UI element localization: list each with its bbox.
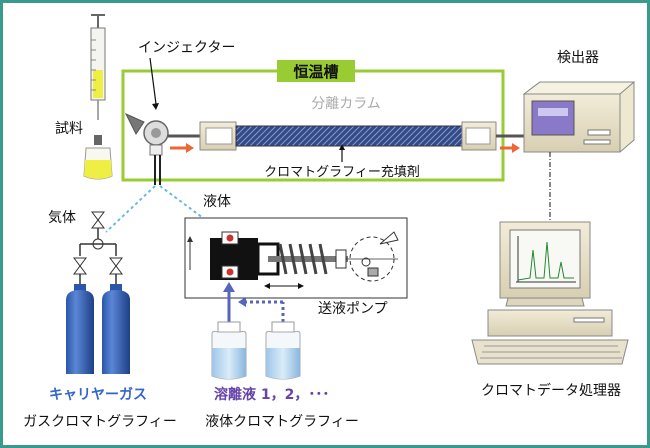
pump-label: 送液ポンプ: [318, 301, 388, 317]
injector-pointer: [149, 57, 157, 105]
gc-label: ガスクロマトグラフィー: [23, 414, 177, 430]
gas-cylinder-icon: [102, 284, 130, 374]
injector-label: インジェクター: [138, 40, 235, 56]
packing-label: クロマトグラフィー充填剤: [264, 164, 420, 180]
gas-valve-icon: [73, 211, 123, 286]
detector-icon: [522, 81, 636, 153]
sample-vial-icon: [83, 135, 113, 180]
lc-label: 液体クロマトグラフィー: [205, 414, 359, 430]
sample-label: 試料: [55, 121, 83, 137]
oven-label: 恒温槽: [293, 63, 338, 81]
liquid-link: [159, 185, 223, 233]
data-processor-label: クロマトデータ処理器: [481, 382, 621, 399]
eluent-bottle-icon: [211, 321, 247, 380]
eluent-bottle-icon: [265, 321, 301, 380]
gas-label: 気体: [48, 210, 76, 226]
injector-valve-icon: [124, 112, 205, 185]
gas-cylinder-icon: [66, 284, 94, 374]
pump-icon: [184, 217, 408, 299]
separation-column: [199, 121, 524, 151]
computer-icon: [471, 221, 629, 365]
flow-arrow-icon: [500, 143, 520, 153]
syringe-icon: [90, 14, 106, 120]
flow-arrow-icon: [170, 143, 194, 153]
liquid-label: 液体: [203, 194, 231, 210]
oven-label-bg: [277, 60, 355, 82]
eluent-label: 溶離液 1，2，･･･: [214, 386, 329, 403]
gas-link: [105, 185, 156, 233]
detector-label: 検出器: [557, 50, 599, 66]
column-label: 分離カラム: [311, 95, 381, 112]
carrier-gas-label: キャリヤーガス: [49, 387, 147, 403]
